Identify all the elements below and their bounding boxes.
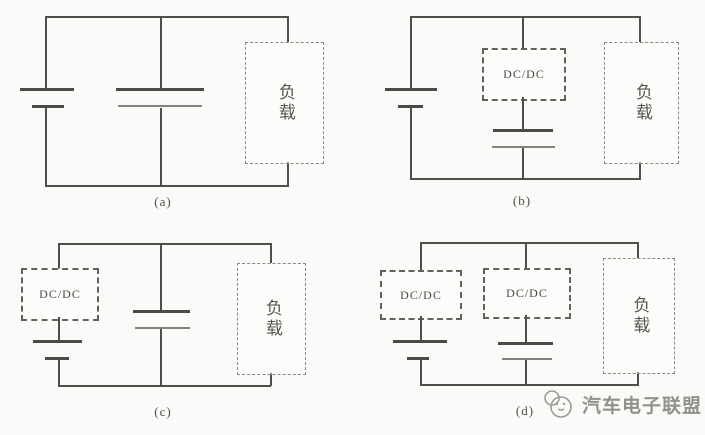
battery-plate-short [398, 105, 423, 108]
wire [58, 317, 60, 341]
dcdc-label: DC/DC [506, 286, 548, 300]
wire [637, 242, 639, 258]
diagram-b-caption: (b) [512, 193, 532, 208]
capacitor-plate [118, 105, 202, 107]
wire [525, 360, 527, 385]
wire [287, 16, 289, 42]
load-label: 负载 [262, 299, 282, 339]
battery-plate-long [20, 88, 74, 91]
wire [58, 360, 60, 387]
wire [637, 372, 639, 385]
dcdc-converter-box: DC/DC [21, 268, 99, 321]
wire [45, 108, 47, 187]
wire [270, 243, 272, 263]
dcdc-label: DC/DC [39, 287, 81, 301]
capacitor-plate [498, 342, 553, 345]
diagram-c-caption: (c) [154, 404, 172, 419]
battery-plate-long [33, 340, 82, 343]
wire [58, 243, 271, 245]
dcdc-converter-box: DC/DC [483, 268, 571, 319]
load-label: 负载 [630, 296, 650, 336]
wire [420, 360, 422, 385]
load-label: 负载 [632, 83, 652, 123]
battery-plate-long [385, 88, 437, 91]
wire [410, 108, 412, 180]
watermark: 汽车电子联盟 [540, 388, 702, 420]
wire [639, 16, 641, 42]
wire [420, 242, 422, 270]
dcdc-converter-box: DC/DC [482, 48, 566, 101]
diagram-d-caption: (d) [515, 403, 535, 418]
wire [420, 242, 639, 244]
wire [160, 243, 162, 310]
diagram-a-caption: (a) [154, 194, 172, 209]
capacitor-plate [492, 146, 555, 148]
alliance-logo-icon [544, 390, 572, 418]
capacitor-plate [133, 310, 190, 313]
wire [45, 16, 289, 18]
wire [410, 16, 641, 18]
wire [410, 16, 412, 89]
wire [420, 384, 639, 386]
wire [287, 162, 289, 187]
capacitor-plate [493, 129, 553, 132]
battery-plate-long [393, 340, 447, 343]
wire [522, 16, 524, 48]
wire [160, 108, 162, 187]
load-label: 负载 [275, 83, 295, 123]
wire [522, 148, 524, 179]
battery-plate-short [32, 105, 64, 108]
wire [58, 385, 271, 387]
wire [639, 162, 641, 179]
wire [525, 315, 527, 342]
wire [58, 243, 60, 269]
dcdc-label: DC/DC [400, 287, 442, 302]
wire [45, 16, 47, 89]
battery-plate-short [45, 357, 69, 360]
load-box: 负载 [237, 263, 306, 375]
wire [160, 16, 162, 89]
wire [420, 316, 422, 340]
wire [270, 373, 272, 386]
wire [522, 97, 524, 129]
load-box: 负载 [245, 42, 324, 164]
load-box: 负载 [603, 258, 675, 374]
wire [525, 242, 527, 268]
load-box: 负载 [604, 42, 679, 164]
capacitor-plate [502, 358, 552, 360]
wire [160, 329, 162, 387]
battery-plate-short [407, 357, 429, 360]
capacitor-plate [135, 327, 190, 329]
wire [45, 185, 289, 187]
wire [410, 178, 641, 180]
dcdc-converter-box: DC/DC [380, 270, 462, 320]
watermark-text: 汽车电子联盟 [582, 395, 703, 417]
capacitor-plate [116, 88, 204, 91]
dcdc-label: DC/DC [503, 67, 545, 81]
